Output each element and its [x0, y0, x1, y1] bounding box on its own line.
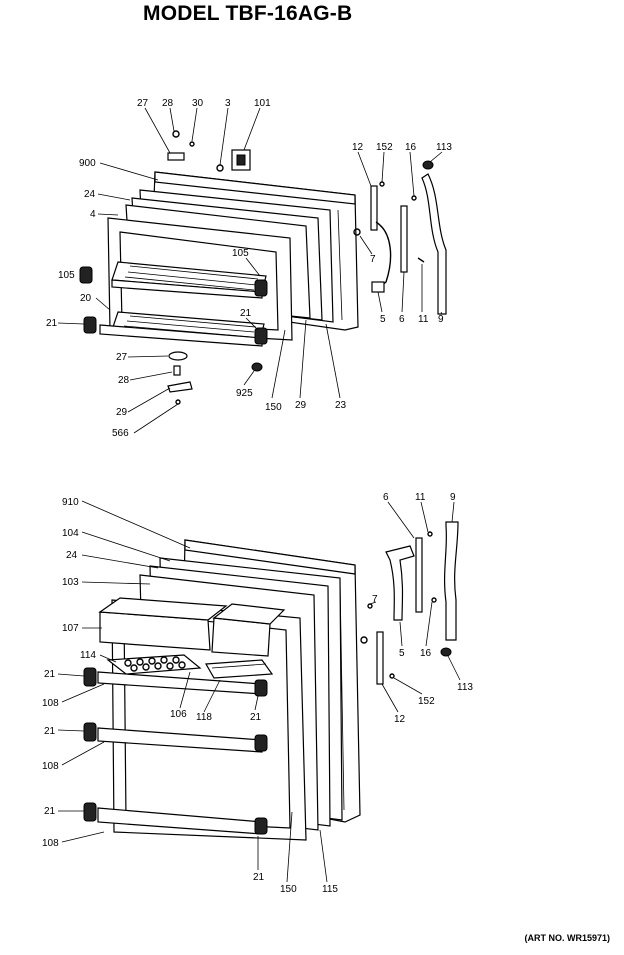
- callout-152-top: 152: [376, 142, 393, 153]
- callout-910: 910: [62, 497, 79, 508]
- callout-12-bottom: 12: [394, 714, 406, 725]
- handle-9-bottom: [444, 521, 459, 641]
- part-3: [216, 164, 224, 172]
- dairy-compartment: [211, 617, 271, 657]
- callout-108-b2: 108: [42, 761, 59, 772]
- callout-24-bottom: 24: [66, 550, 78, 561]
- fresh-food-door-assembly: [57, 500, 461, 883]
- callout-27-lower: 27: [116, 352, 128, 363]
- callout-7-bottom: 7: [372, 594, 378, 605]
- callout-114: 114: [80, 650, 96, 661]
- part-6: [400, 205, 408, 273]
- callout-21-b5: 21: [253, 872, 265, 883]
- callout-4: 4: [90, 209, 96, 220]
- callout-6-bottom: 6: [383, 492, 389, 503]
- callout-3: 3: [225, 98, 231, 109]
- callout-108-b3: 108: [42, 838, 59, 849]
- callout-12-top: 12: [352, 142, 364, 153]
- callout-107: 107: [62, 623, 79, 634]
- callout-29-right: 29: [295, 400, 307, 411]
- part-925: [251, 362, 263, 372]
- callout-21-b3: 21: [44, 806, 56, 817]
- callout-9-bottom: 9: [450, 492, 456, 503]
- callout-152-bottom: 152: [418, 696, 435, 707]
- callout-20: 20: [80, 293, 92, 304]
- callout-11-top: 11: [418, 314, 429, 325]
- callout-118: 118: [196, 712, 212, 723]
- part-27: [167, 152, 185, 161]
- callout-105-left: 105: [58, 270, 75, 281]
- bottom-callout-labels: 910 104 24 103 107 114 21 108 21 108 21 …: [42, 492, 473, 895]
- callout-103: 103: [62, 577, 79, 588]
- callout-30: 30: [192, 98, 204, 109]
- part-6-bottom: [415, 537, 423, 613]
- callout-21-b2: 21: [44, 726, 56, 737]
- callout-113-bottom: 113: [457, 682, 473, 693]
- callout-16-bottom: 16: [420, 648, 432, 659]
- callout-106: 106: [170, 709, 187, 720]
- callout-27: 27: [137, 98, 149, 109]
- callout-566: 566: [112, 428, 129, 439]
- callout-21-left: 21: [46, 318, 58, 329]
- callout-108-b1: 108: [42, 698, 59, 709]
- callout-21-right: 21: [240, 308, 252, 319]
- model-title: MODEL TBF-16AG-B: [143, 2, 353, 25]
- callout-9-top: 9: [438, 314, 444, 325]
- callout-105-right: 105: [232, 248, 249, 259]
- callout-5-top: 5: [380, 314, 386, 325]
- callout-24: 24: [84, 189, 96, 200]
- callout-150-bottom: 150: [280, 884, 297, 895]
- callout-29-left: 29: [116, 407, 128, 418]
- shelf-cap-105: [79, 266, 93, 284]
- callout-150-top: 150: [265, 402, 282, 413]
- callout-5-bottom: 5: [399, 648, 405, 659]
- door-stop-5: [375, 221, 392, 291]
- callout-104: 104: [62, 528, 79, 539]
- part-12: [370, 185, 378, 231]
- shelf-cap-21: [83, 316, 97, 334]
- freezer-door-assembly: [57, 107, 447, 434]
- callout-28: 28: [162, 98, 174, 109]
- top-callout-labels: 27 28 30 3 101 900 24 4 105 105 20 21 21…: [46, 98, 452, 439]
- callout-21-b4: 21: [250, 712, 262, 723]
- callout-7-top: 7: [370, 254, 376, 265]
- callout-900: 900: [79, 158, 96, 169]
- callout-113-top: 113: [436, 142, 452, 153]
- callout-925: 925: [236, 388, 253, 399]
- handle-9: [421, 173, 447, 315]
- callout-6-top: 6: [399, 314, 405, 325]
- part-27-lower: [168, 351, 188, 361]
- door-stop-5-bottom: [385, 545, 415, 621]
- part-29: [167, 381, 193, 393]
- callout-115: 115: [322, 884, 338, 895]
- callout-11-bottom: 11: [415, 492, 426, 503]
- art-number: (ART NO. WR15971): [524, 933, 610, 943]
- part-12-bottom: [376, 631, 384, 685]
- callout-28-lower: 28: [118, 375, 130, 386]
- callout-16-top: 16: [405, 142, 417, 153]
- callout-101: 101: [254, 98, 271, 109]
- callout-21-b1: 21: [44, 669, 56, 680]
- door-shelf-middle: [97, 727, 263, 753]
- callout-23: 23: [335, 400, 347, 411]
